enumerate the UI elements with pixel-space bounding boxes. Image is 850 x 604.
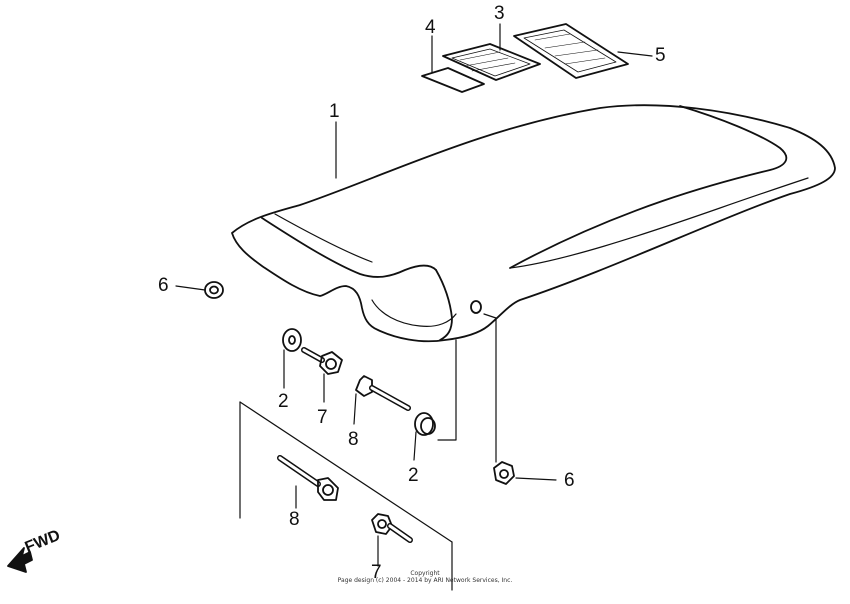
- leader-lines: [175, 23, 653, 591]
- rear-fender-part: [231, 104, 836, 343]
- callout-1: 1: [329, 101, 340, 122]
- callout-2-upper: 2: [278, 391, 289, 412]
- decal-4: [421, 67, 485, 93]
- fwd-arrow-icon: [7, 547, 33, 573]
- nut-6-right: [493, 461, 515, 485]
- callout-8-lower: 8: [289, 509, 300, 530]
- callout-6-right: 6: [564, 470, 575, 491]
- copyright-line-1: Copyright: [410, 570, 440, 577]
- nut-6-left: [204, 281, 224, 299]
- decal-5: [513, 23, 629, 79]
- bolt-8-upper: [355, 375, 411, 411]
- callout-5: 5: [655, 45, 666, 66]
- decal-parts: [421, 23, 629, 93]
- callout-6-left: 6: [158, 275, 169, 296]
- callout-8-upper: 8: [348, 429, 359, 450]
- callout-4: 4: [425, 17, 436, 38]
- bolt-7-upper: [301, 347, 343, 375]
- bolt-8-lower: [277, 455, 339, 501]
- copyright-line-2: Page design (c) 2004 - 2014 by ARI Netwo…: [337, 577, 513, 584]
- callout-7-lower: 7: [371, 562, 382, 583]
- bolt-7-lower: [371, 513, 413, 543]
- washer-2-upper: [282, 328, 302, 352]
- callout-7-upper: 7: [317, 407, 328, 428]
- callout-2-lower: 2: [408, 465, 419, 486]
- washer-2-lower: [414, 412, 436, 436]
- decal-3: [442, 43, 541, 81]
- callout-3: 3: [494, 3, 505, 24]
